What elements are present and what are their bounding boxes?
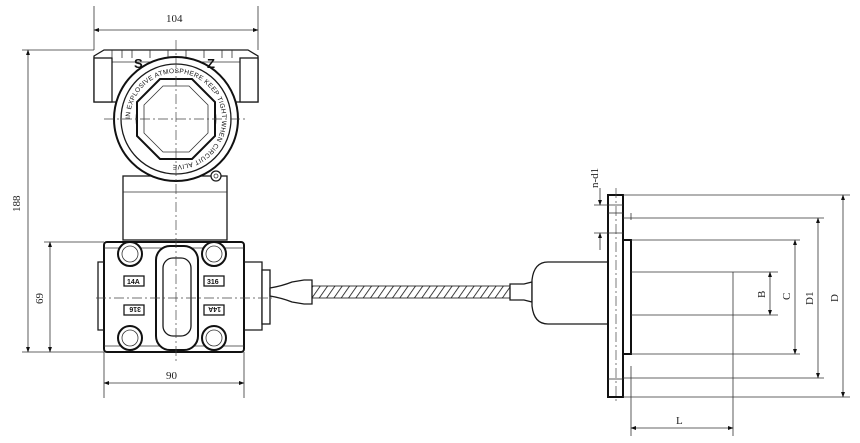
dim-d1: D1 <box>804 292 816 305</box>
armored-capillary <box>311 285 511 299</box>
flange-bolts <box>117 241 227 351</box>
seal-diaphragm <box>622 239 632 355</box>
label-z: Z <box>207 56 215 71</box>
remote-seal <box>531 194 734 436</box>
plate-bottom-right: 14A <box>208 305 221 312</box>
dim-d: D <box>829 294 841 302</box>
plate-top-left: 14A <box>127 279 140 286</box>
capillary-line <box>269 279 533 305</box>
dim-b: B <box>756 291 768 298</box>
plate-bottom-left: 316 <box>129 305 141 312</box>
dim-104: 104 <box>166 13 183 25</box>
dim-69: 69 <box>34 293 46 305</box>
housing-neck <box>122 175 228 241</box>
dim-188: 188 <box>11 195 23 212</box>
dimension-lines <box>22 6 850 436</box>
dim-c: C <box>781 293 793 300</box>
label-s: S <box>134 56 143 71</box>
dim-l: L <box>676 415 683 427</box>
housing-left-ear <box>93 57 113 103</box>
plate-top-right: 316 <box>207 279 219 286</box>
housing-lock-screw <box>210 170 222 182</box>
flange-body: 14A 316 316 14A <box>97 241 271 353</box>
dim-90: 90 <box>166 370 178 382</box>
seal-housing <box>531 261 609 325</box>
seal-flange <box>607 194 624 398</box>
centerlines <box>96 40 617 404</box>
housing-right-ear <box>239 57 259 103</box>
dim-n-d1: n-d1 <box>589 168 601 188</box>
cap-serrations <box>111 50 233 58</box>
